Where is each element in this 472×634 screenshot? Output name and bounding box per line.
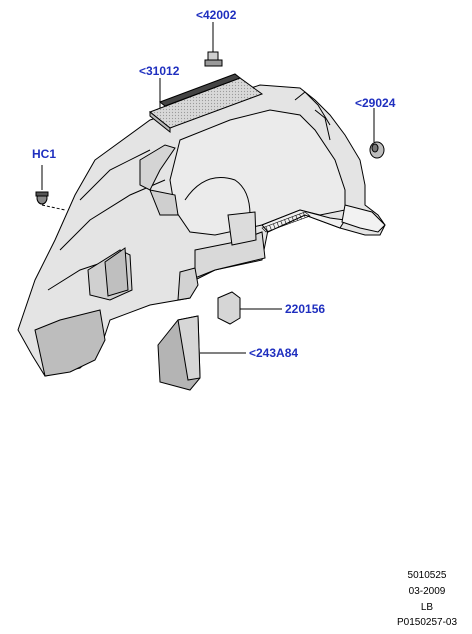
sill-weatherstrip — [261, 211, 311, 233]
footer-date: 03-2009 — [408, 586, 446, 597]
callout-243a84[interactable]: <243A84 — [249, 346, 299, 360]
callout-hc1[interactable]: HC1 — [32, 147, 57, 161]
callout-220156[interactable]: 220156 — [285, 302, 326, 316]
callout-42002[interactable]: <42002 — [196, 8, 237, 22]
fastener-hc1 — [35, 191, 49, 205]
footer-ref: P0150257-03 — [396, 617, 458, 628]
part-220156-cover — [217, 291, 241, 325]
part-42002-clip — [204, 51, 223, 67]
part-243a84-pad — [157, 315, 201, 391]
callout-31012[interactable]: <31012 — [139, 64, 180, 78]
part-31012-grille — [149, 73, 264, 134]
part-29024-clip — [369, 141, 385, 159]
callout-29024[interactable]: <29024 — [355, 96, 396, 110]
footer-side: LB — [420, 602, 434, 613]
leader-lines — [41, 22, 375, 354]
quarter-trim-panel — [17, 84, 386, 377]
footer-code: 5010525 — [407, 570, 447, 581]
